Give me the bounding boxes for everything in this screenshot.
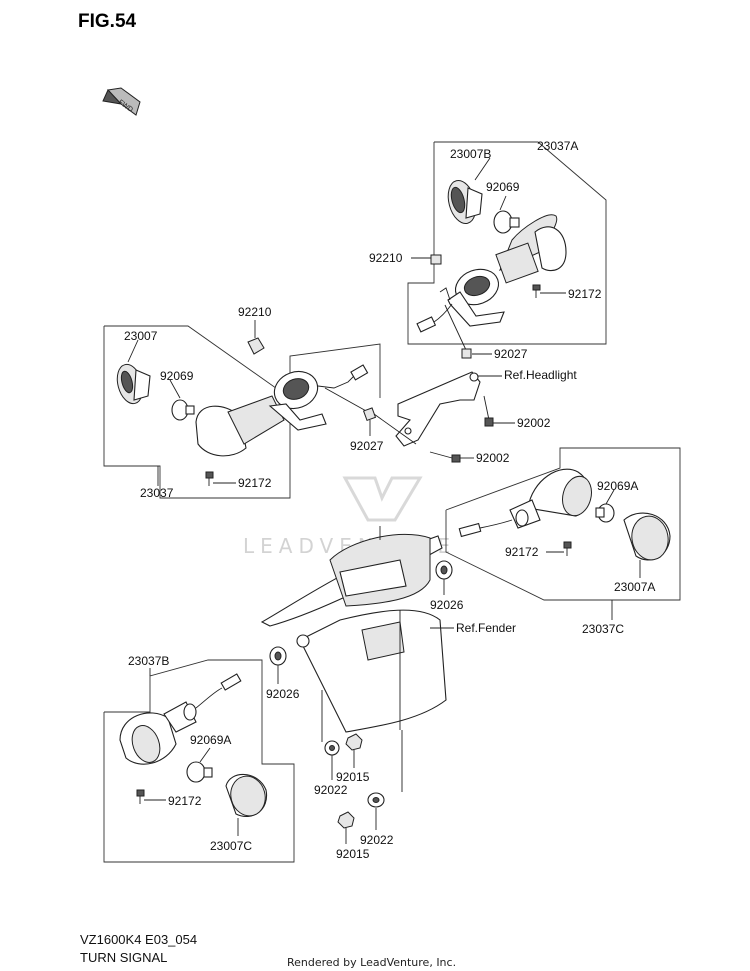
lens-housing-rear-left: [119, 673, 242, 765]
grommet-92027-left: [362, 407, 377, 422]
callout-92027-right: 92027: [494, 347, 528, 361]
callout-92172-right: 92172: [568, 287, 602, 301]
bulb-92069-right: [493, 210, 520, 234]
callout-92172-rear-left: 92172: [168, 794, 202, 808]
callout-23037A: 23037A: [537, 139, 578, 153]
callout-ref-fender: Ref.Fender: [456, 621, 516, 635]
callout-23007C: 23007C: [210, 839, 252, 853]
callout-92027-left: 92027: [350, 439, 384, 453]
callout-92069-left: 92069: [160, 369, 194, 383]
bracket-ring-left: [268, 364, 369, 431]
lens-23007C: [225, 773, 268, 817]
bulb-92069A-right: [595, 503, 615, 523]
callout-ref-headlight: Ref.Headlight: [504, 368, 577, 382]
lens-housing-right: [495, 214, 567, 284]
model-code: VZ1600K4 E03_054: [80, 932, 197, 947]
washer-92026-left: 92026: [266, 646, 300, 701]
callout-23007B: 23007B: [450, 147, 491, 161]
callout-92210-left: 92210: [238, 305, 272, 319]
callout-23037C: 23037C: [582, 622, 624, 636]
callout-23007: 23007: [124, 329, 158, 343]
callout-92015-b: 92015: [336, 847, 370, 861]
callout-23007A: 23007A: [614, 580, 655, 594]
callout-92172-left: 92172: [238, 476, 272, 490]
callout-92022-a: 92022: [314, 783, 348, 797]
callout-92172-rear-right: 92172: [505, 545, 539, 559]
callout-23037: 23037: [140, 486, 174, 500]
callout-92069A-right: 92069A: [597, 479, 638, 493]
rendered-by: Rendered by LeadVenture, Inc.: [287, 956, 456, 969]
bulb-92069A-left: [186, 761, 213, 783]
socket-23007: [116, 363, 151, 405]
assembly-23037: 23007 92069 92210 92172 23037: [103, 305, 381, 500]
callout-92002-a: 92002: [517, 416, 551, 430]
assembly-23037B: 23037B 92069A 92172 23007C: [103, 654, 295, 863]
fasteners-under-fender: 92022 92015 92022 92015: [314, 690, 403, 861]
callout-92210-right: 92210: [369, 251, 403, 265]
assembly-23037A: 23037A 23007B 92069 92210 92172: [369, 139, 607, 345]
mounting-bracket: Ref.Headlight 92002 92002: [395, 368, 577, 465]
bulb-92069-left: [171, 399, 195, 421]
rear-fender: Ref.Fender: [260, 526, 516, 733]
callout-92002-b: 92002: [476, 451, 510, 465]
grommet-92027-right: [461, 348, 472, 359]
callout-23037B: 23037B: [128, 654, 169, 668]
callout-92022-b: 92022: [360, 833, 394, 847]
assembly-23037C: 92069A 92172 23007A 23037C: [445, 447, 681, 636]
lens-housing-rear-right: [458, 468, 592, 538]
callout-92069-right: 92069: [486, 180, 520, 194]
callout-92026-right: 92026: [430, 598, 464, 612]
screw-92172-right: [532, 284, 566, 298]
fwd-arrow-icon: FWD: [102, 87, 141, 116]
socket-23007B: [447, 179, 483, 225]
bracket-ring-right: [439, 268, 505, 327]
callout-92026-left: 92026: [266, 687, 300, 701]
callout-92015-a: 92015: [336, 770, 370, 784]
figure-title: FIG.54: [78, 11, 137, 32]
section-name: TURN SIGNAL: [80, 950, 167, 965]
washer-92026-right: 92026: [430, 560, 464, 612]
lens-housing-left: [195, 395, 285, 457]
callout-92069A-left: 92069A: [190, 733, 231, 747]
lens-23007A: [623, 512, 671, 561]
